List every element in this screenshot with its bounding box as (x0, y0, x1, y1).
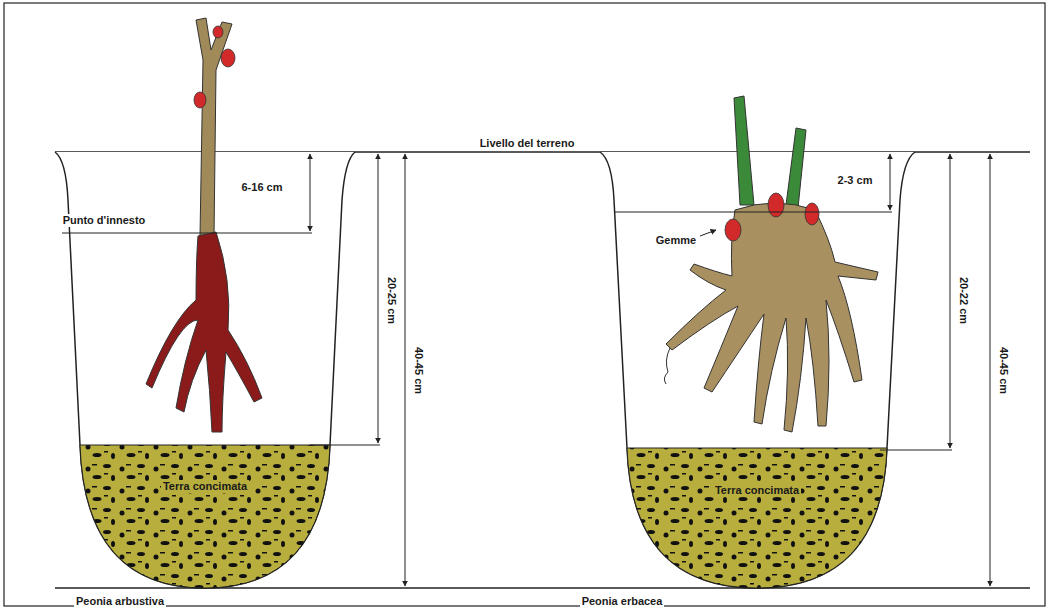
plant-type-label: Peonia arbustiva (74, 595, 166, 608)
plant-type-label: Peonia erbacea (580, 595, 665, 608)
ground-level-label: Livello del terreno (478, 137, 577, 150)
soil-label: Terra concimata (161, 480, 249, 493)
buds-label: Gemme (654, 234, 698, 247)
graft-point-label: Punto d'innesto (61, 214, 148, 227)
dimension-label: 6-16 cm (240, 181, 285, 194)
dimension-label: 40-45 cm (998, 344, 1011, 395)
dimension-label: 2-3 cm (836, 174, 875, 187)
dimension-label: 20-25 cm (386, 274, 399, 325)
soil-label: Terra concimata (713, 484, 801, 497)
dimension-label: 40-45 cm (413, 344, 426, 395)
dimension-label: 20-22 cm (958, 274, 971, 325)
